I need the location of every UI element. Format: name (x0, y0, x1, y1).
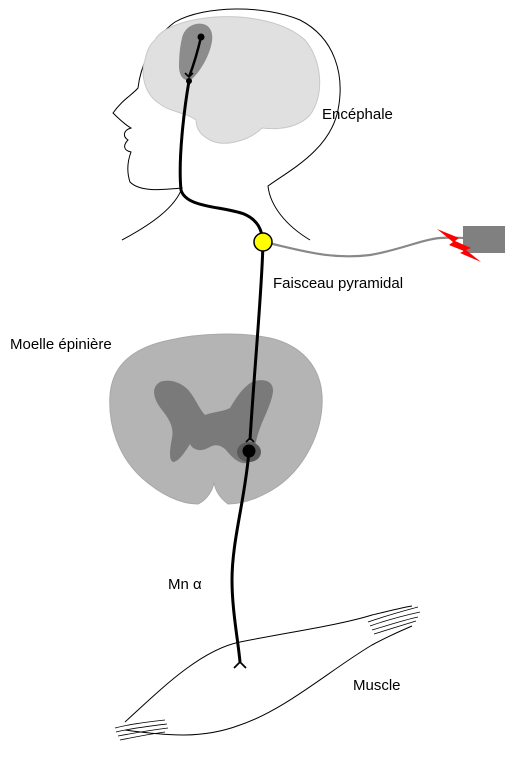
stimulation-apparatus (264, 226, 505, 262)
muscle (115, 606, 420, 740)
spinal-cord (110, 334, 322, 504)
brain-label: Encéphale (322, 106, 393, 123)
stimulation-node (254, 233, 272, 251)
brain (143, 17, 320, 144)
muscle-label: Muscle (353, 677, 401, 694)
pyramidal-tract-label: Faisceau pyramidal (273, 275, 403, 292)
stimulation-wire (264, 238, 465, 257)
spinal-cord-label: Moelle épinière (10, 336, 112, 353)
neuromuscular-junction-fork (234, 662, 246, 668)
motor-neuron-label: Mn α (168, 576, 202, 593)
brain-shape (143, 17, 320, 144)
tendon-left (115, 720, 168, 740)
stimulation-electrode (463, 226, 505, 253)
muscle-outline-top (125, 606, 412, 722)
tendon-right (368, 607, 420, 634)
